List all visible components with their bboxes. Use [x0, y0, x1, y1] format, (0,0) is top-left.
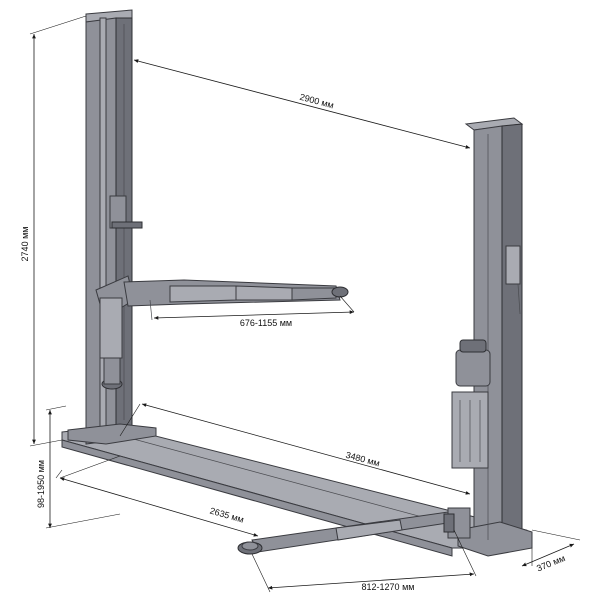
- label-base-depth: 2635 мм: [209, 505, 245, 524]
- control-box: [505, 245, 521, 315]
- label-base-width: 370 мм: [535, 553, 566, 573]
- motor-pump-unit: [451, 339, 491, 469]
- left-front-arm: [123, 279, 349, 321]
- label-overall-length: 3480 мм: [345, 450, 381, 469]
- label-pickup-height: 98-1950 мм: [36, 460, 46, 508]
- dimension-lines: [29, 15, 581, 593]
- lift-structure: [61, 9, 533, 557]
- label-column-height: 2740 мм: [20, 227, 30, 262]
- right-carriage: [443, 507, 471, 539]
- right-column: [457, 117, 533, 557]
- left-rear-arm: [237, 511, 455, 555]
- label-rear-arm-reach: 812-1270 мм: [362, 582, 415, 592]
- label-front-arm-reach: 676-1155 мм: [240, 318, 292, 328]
